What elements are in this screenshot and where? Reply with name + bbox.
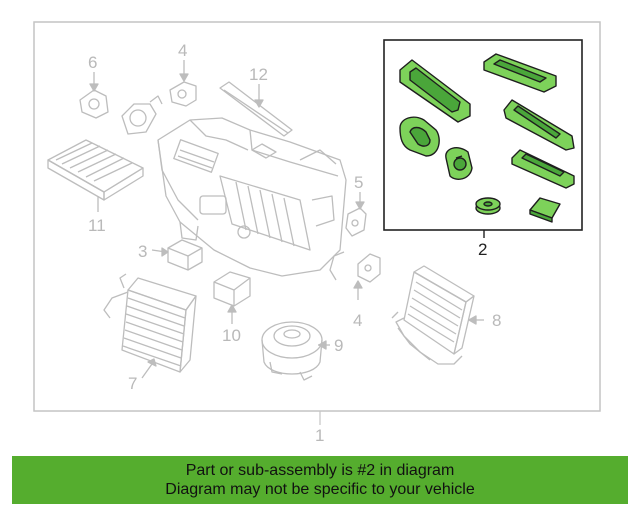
diagram-frame	[33, 21, 601, 412]
part-5-sensor	[345, 207, 367, 237]
callout-3: 3	[138, 242, 148, 261]
callout-7: 7	[128, 374, 138, 393]
part-4-actuator-lower	[329, 251, 381, 283]
part-2-foam-disc	[475, 197, 501, 215]
part-4-actuator-top	[169, 81, 197, 107]
part-2-seal-oval	[399, 116, 440, 157]
part-12-seal-strip	[219, 81, 293, 137]
part-2-seal-strip	[511, 149, 575, 189]
part-11-cabin-filter	[47, 139, 144, 201]
callout-5: 5	[354, 173, 364, 192]
callout-8: 8	[492, 311, 502, 330]
callout-6: 6	[88, 53, 98, 72]
callout-11: 11	[88, 216, 106, 235]
callout-2: 2	[478, 240, 488, 259]
part-blend-door-gear	[121, 95, 163, 135]
part-10-module	[213, 271, 251, 307]
callout-4-lower: 4	[353, 311, 363, 330]
part-2-seal-frame-large	[399, 59, 471, 123]
part-3-resistor	[167, 239, 203, 271]
banner-line-2: Diagram may not be specific to your vehi…	[165, 481, 475, 498]
callout-1: 1	[315, 426, 325, 445]
part-2-grommet	[445, 147, 473, 180]
banner-line-1: Part or sub-assembly is #2 in diagram	[185, 462, 455, 479]
part-8-heater-core	[391, 265, 475, 365]
callout-12: 12	[249, 65, 268, 84]
part-2-foam-pad	[529, 197, 561, 223]
part-7-evaporator-core	[103, 273, 197, 373]
callout-4-top: 4	[178, 41, 188, 60]
part-9-blower-motor	[261, 321, 323, 381]
part-2-seal-wedge	[503, 99, 575, 151]
callout-9: 9	[334, 336, 344, 355]
part-6-actuator	[79, 89, 109, 119]
hvac-housing	[157, 117, 347, 277]
part-2-seal-tray-top	[483, 53, 557, 93]
info-banner: Part or sub-assembly is #2 in diagram Di…	[12, 456, 628, 504]
callout-10: 10	[222, 326, 241, 345]
